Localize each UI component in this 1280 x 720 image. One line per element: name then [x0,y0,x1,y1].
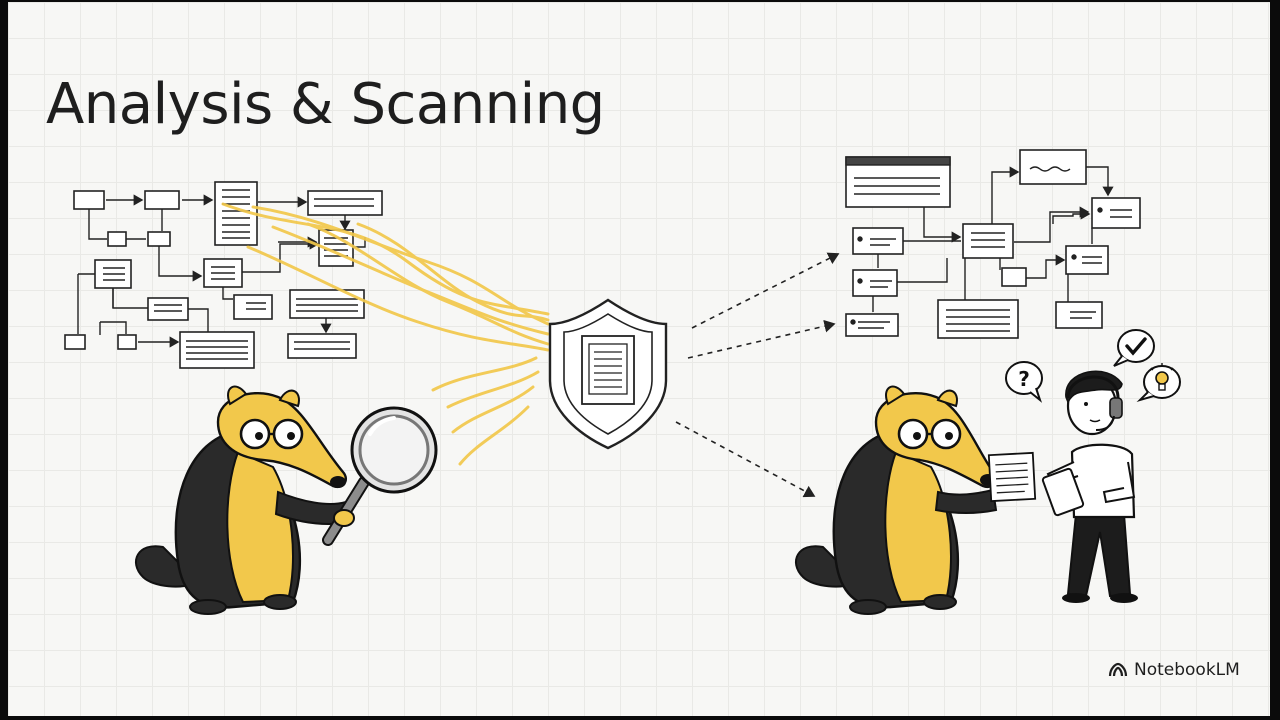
brand-label: NotebookLM [1134,660,1240,680]
source-flowchart [64,181,383,369]
check-bubble-icon [1113,329,1155,367]
anteater-detective [134,385,352,615]
illustration: ? [64,149,1181,615]
output-arrows [675,252,840,498]
notebooklm-logo-icon [1108,662,1128,677]
shield-icon [548,298,668,450]
svg-text:?: ? [1018,367,1030,391]
question-bubble-icon: ? [1005,361,1043,403]
anteater-handing-report [794,385,998,615]
notebooklm-brand: NotebookLM [1108,660,1240,680]
source-flowchart-lines [77,189,374,360]
slide: Analysis & Scanning [8,2,1270,716]
slide-title: Analysis & Scanning [46,72,605,137]
magnifying-glass-icon [322,406,438,546]
lightbulb-bubble-icon [1136,363,1181,403]
analyst-person [1041,370,1138,603]
report-document-icon [987,451,1037,503]
result-flowchart-lines [845,156,1132,332]
scan-waves [221,202,550,466]
